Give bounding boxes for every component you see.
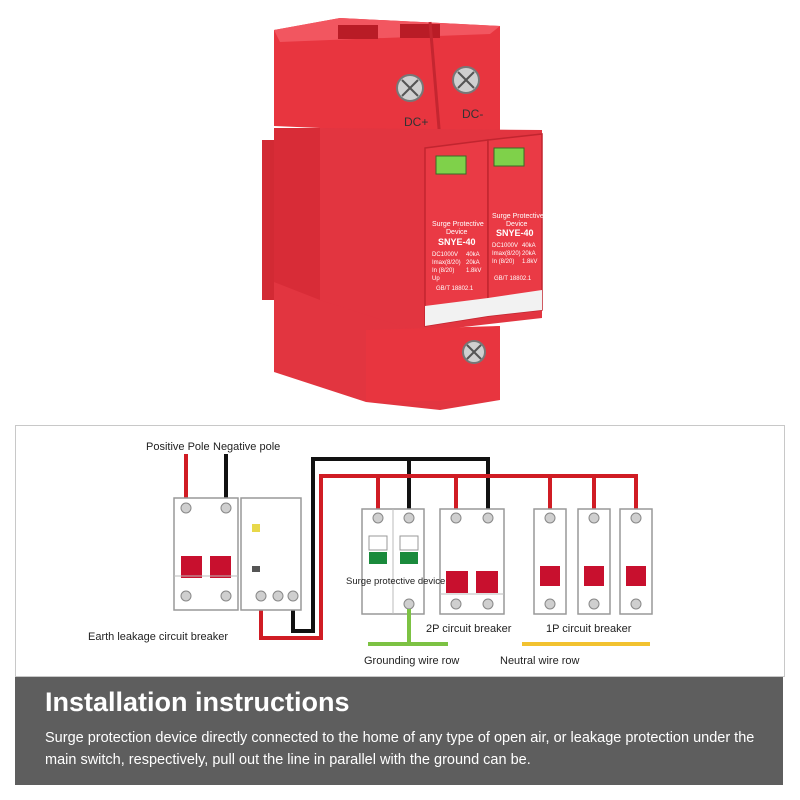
svg-text:1.8kV: 1.8kV	[466, 268, 481, 274]
earth-leakage-module	[240, 497, 302, 611]
svg-text:20kA: 20kA	[522, 251, 536, 257]
one-pole-breaker-3	[619, 508, 653, 615]
surge-device	[361, 508, 425, 615]
label-grounding: Grounding wire row	[364, 655, 459, 667]
label-neutral: Neutral wire row	[500, 655, 580, 667]
breaker-handle	[476, 571, 498, 593]
installation-instructions: Installation instructions Surge protecti…	[15, 677, 783, 785]
label-2p-breaker: 2P circuit breaker	[426, 623, 512, 635]
main-breaker	[173, 497, 239, 611]
screw-slot-left	[338, 25, 378, 39]
one-pole-breaker-2	[577, 508, 611, 615]
breaker-handle	[446, 571, 468, 593]
module-model: SNYE-40	[438, 237, 476, 247]
svg-text:DC1000V: DC1000V	[432, 252, 458, 258]
instructions-body: Surge protection device directly connect…	[45, 730, 755, 768]
label-negative-pole: Negative pole	[213, 441, 280, 453]
svg-text:In (8/20): In (8/20)	[492, 259, 514, 265]
module-title: Surge Protective	[432, 221, 484, 228]
svg-text:Imax(8/20): Imax(8/20)	[492, 251, 521, 257]
breaker-handle	[210, 556, 231, 578]
svg-text:Imax(8/20): Imax(8/20)	[432, 260, 461, 266]
label-1p-breaker: 1P circuit breaker	[546, 623, 632, 635]
svg-text:1.8kV: 1.8kV	[522, 259, 537, 265]
screw-slot-right	[400, 24, 440, 38]
svg-text:SNYE-40: SNYE-40	[496, 228, 534, 238]
label-positive-pole: Positive Pole	[146, 441, 210, 453]
label-dc-minus: DC-	[462, 107, 483, 121]
breaker-handle	[181, 556, 202, 578]
product-image: DC+ DC- Surge Protective Device SNYE-40 …	[262, 18, 544, 410]
one-pole-breaker-1	[533, 508, 567, 615]
two-pole-breaker	[439, 508, 505, 615]
svg-text:40kA: 40kA	[522, 243, 536, 249]
svg-text:Device: Device	[446, 229, 468, 236]
breaker-handle	[584, 566, 604, 586]
svg-text:Device: Device	[506, 221, 528, 228]
indicator-window	[435, 155, 467, 175]
wiring-diagram-svg: Positive Pole Negative pole Earth leakag…	[88, 441, 653, 667]
top-terminal-block	[274, 18, 500, 142]
indicator-window	[493, 147, 525, 167]
svg-text:20kA: 20kA	[466, 260, 480, 266]
svg-text:GB/T 18802.1: GB/T 18802.1	[436, 286, 474, 292]
svg-text:40kA: 40kA	[466, 252, 480, 258]
surge-protector-illustration: DC+ DC- Surge Protective Device SNYE-40 …	[262, 18, 544, 410]
svg-text:In (8/20): In (8/20)	[432, 268, 454, 274]
svg-text:Surge Protective: Surge Protective	[492, 213, 544, 220]
label-earth-leakage: Earth leakage circuit breaker	[88, 631, 228, 643]
svg-text:GB/T 18802.1: GB/T 18802.1	[494, 276, 532, 282]
breaker-handle	[540, 566, 560, 586]
breaker-handle	[626, 566, 646, 586]
label-surge-device: Surge protective device	[346, 576, 445, 587]
label-dc-plus: DC+	[404, 115, 428, 129]
wiring-diagram: Positive Pole Negative pole Earth leakag…	[15, 425, 785, 677]
svg-text:Up: Up	[432, 276, 440, 282]
svg-text:DC1000V: DC1000V	[492, 243, 518, 249]
instructions-title: Installation instructions	[45, 687, 350, 717]
